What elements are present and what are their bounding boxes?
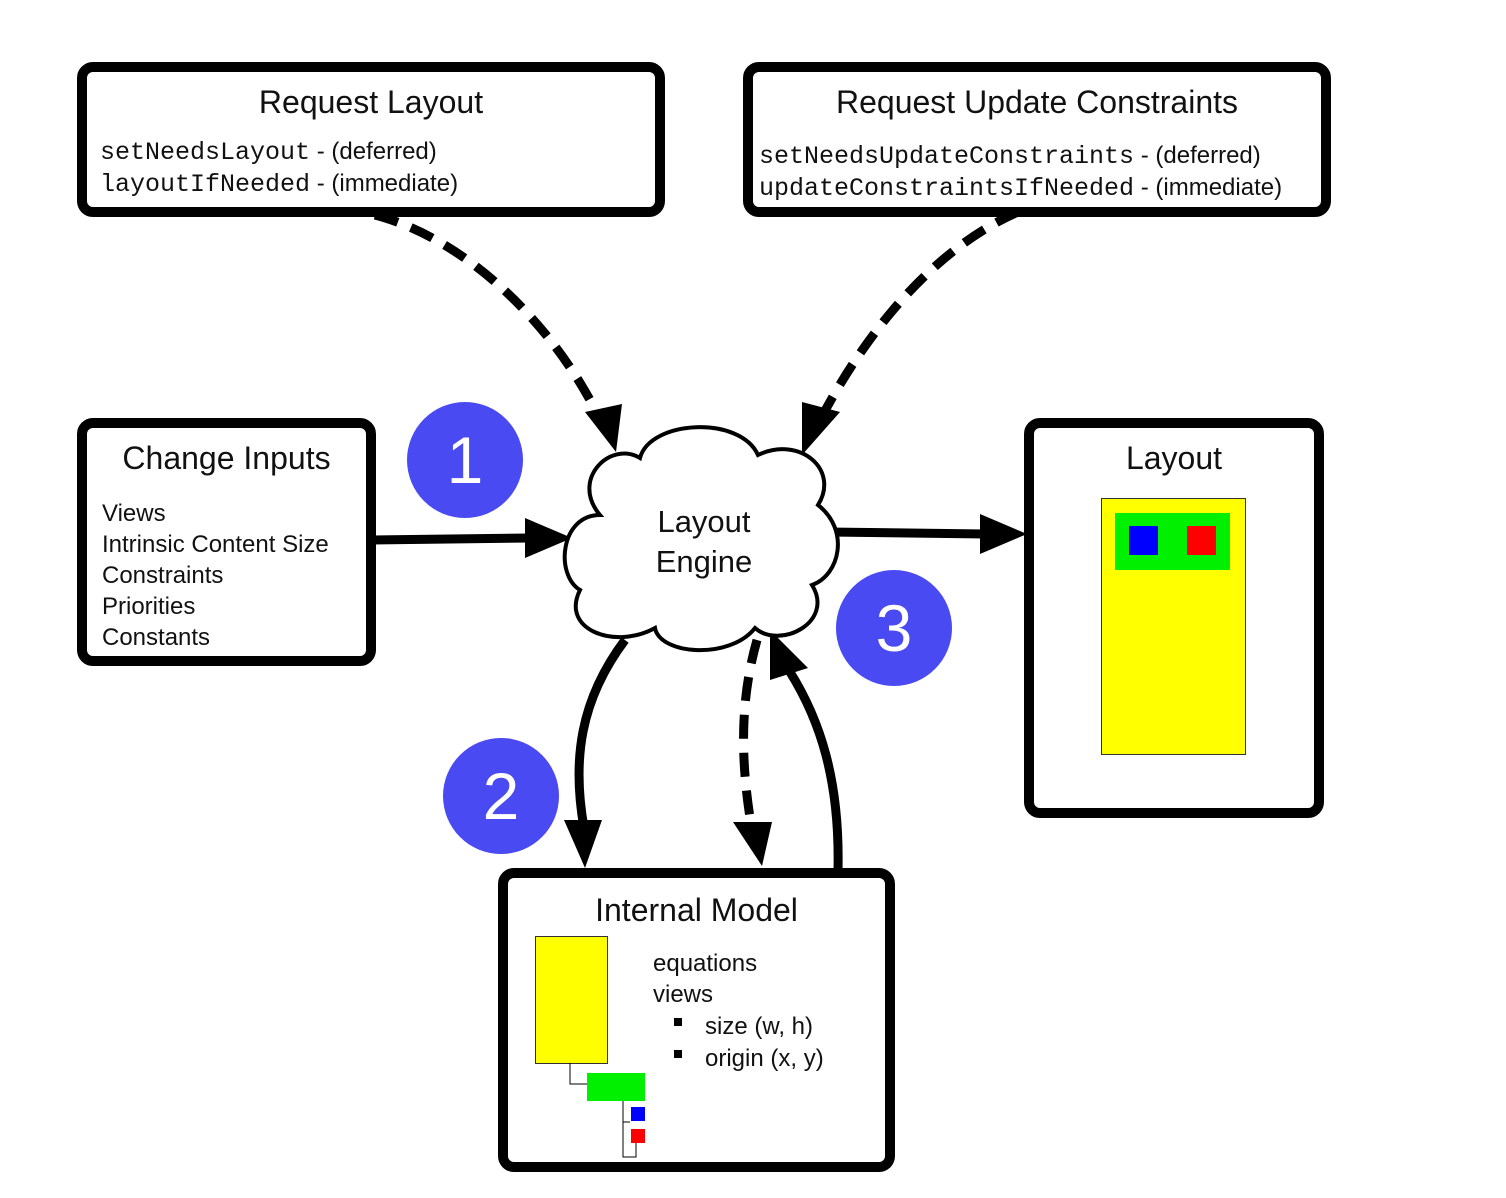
change-inputs-item: Constraints [102,562,224,589]
change-inputs-item: Priorities [102,593,196,620]
arrowhead-request-constraints [802,402,840,455]
bullet-icon [674,1018,682,1026]
request-update-constraints-box: Request Update Constraints setNeedsUpdat… [743,62,1331,217]
set-needs-update-constraints-note: - (deferred) [1134,142,1261,169]
change-inputs-box: Change Inputs Views Intrinsic Content Si… [77,418,376,666]
model-sub-item-origin: origin (x, y) [705,1045,824,1072]
layout-engine-line1: Layout [657,504,751,539]
request-layout-title: Request Layout [258,84,484,120]
arrow-inputs-to-engine [371,533,531,545]
request-constraints-line-1: setNeedsUpdateConstraints - (deferred) [759,142,1261,171]
arrow-request-constraints-to-engine [810,207,1020,433]
bullet-icon [674,1050,682,1058]
arrow-engine-model-dashed [739,638,762,831]
layout-engine-cloud [562,425,840,653]
badge-3-circle [836,570,952,686]
layout-box: Layout [1024,418,1324,818]
request-layout-box: Request Layout setNeedsLayout - (deferre… [77,62,665,217]
layout-engine-line2: Engine [655,544,753,579]
badge-1-circle [407,402,523,518]
model-green-view [587,1073,645,1101]
badge-2: 2 [482,759,520,833]
layout-blue-view [1129,526,1158,555]
arrow-engine-to-layout [827,527,986,539]
model-sub-item-size: size (w, h) [705,1013,814,1040]
arrowhead-layout [980,514,1027,554]
badge-1: 1 [446,423,484,497]
internal-model-title: Internal Model [595,892,798,928]
model-red-view [631,1129,645,1143]
badge-3: 3 [875,591,913,665]
arrow-request-layout-to-engine [373,210,610,432]
arrowhead-request-layout [585,404,622,452]
set-needs-layout-note: - (deferred) [310,138,437,165]
request-layout-line-2: layoutIfNeeded - (immediate) [100,170,458,199]
request-constraints-line-2: updateConstraintsIfNeeded - (immediate) [759,174,1282,203]
layout-green-view [1115,513,1230,570]
update-constraints-if-needed-code: updateConstraintsIfNeeded [759,174,1135,203]
arrowhead-model-dashed [733,822,772,866]
arrow-model-to-engine [786,669,843,871]
model-blue-view [631,1107,645,1121]
update-constraints-if-needed-note: - (immediate) [1134,174,1283,201]
layout-red-view [1187,526,1216,555]
model-yellow-view [535,936,608,1064]
change-inputs-item: Intrinsic Content Size [102,531,329,558]
change-inputs-title: Change Inputs [122,440,331,476]
change-inputs-item: Views [102,500,166,527]
arrowhead-inputs [525,518,572,558]
layout-if-needed-note: - (immediate) [310,170,459,197]
set-needs-update-constraints-code: setNeedsUpdateConstraints [759,142,1135,171]
badge-2-circle [443,738,559,854]
layout-if-needed-code: layoutIfNeeded [100,170,311,199]
model-item-views: views [653,981,714,1008]
model-item-equations: equations [653,950,758,977]
set-needs-layout-code: setNeedsLayout [100,138,311,167]
layout-engine-label: Layout Engine [604,502,804,582]
request-update-constraints-title: Request Update Constraints [836,84,1238,120]
layout-yellow-view [1101,498,1246,755]
arrowhead-model [564,820,602,868]
change-inputs-item: Constants [102,624,211,651]
internal-model-box: Internal Model equations views size (w, … [498,868,895,1172]
layout-title: Layout [1125,440,1223,476]
arrowhead-engine-return [770,630,808,680]
view-hierarchy-lines [569,1063,637,1158]
request-layout-line-1: setNeedsLayout - (deferred) [100,138,437,167]
arrow-engine-to-model [574,637,629,829]
